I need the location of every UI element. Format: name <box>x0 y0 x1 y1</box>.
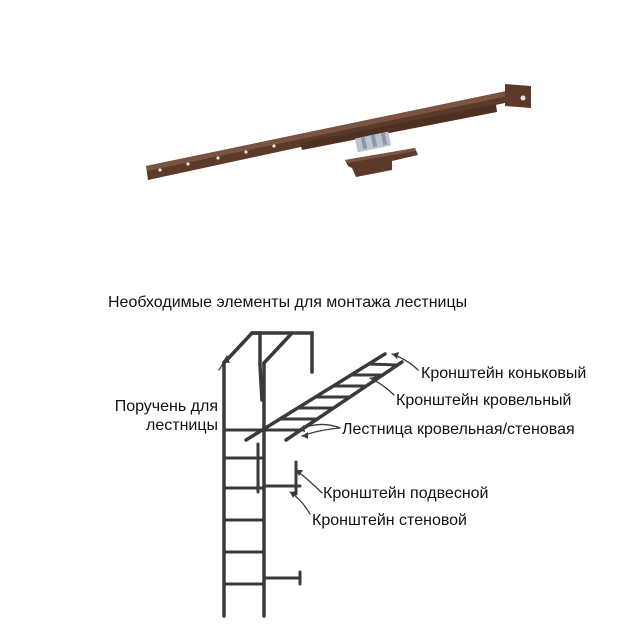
roof-ladder-rungs <box>260 362 398 432</box>
base-plate <box>345 148 418 177</box>
diagram-caption: Необходимые элементы для монтажа лестниц… <box>108 294 468 311</box>
handrails <box>222 331 314 402</box>
pointer-arrowheads <box>222 352 399 498</box>
roof-bracket-photo <box>146 84 531 180</box>
hanging-bracket <box>256 442 302 496</box>
end-plate <box>505 84 531 108</box>
label-hanging-bracket: Кронштейн подвесной <box>323 485 489 502</box>
support-bar <box>300 104 497 150</box>
bracket-bar-top <box>146 89 518 171</box>
label-handrail: Поручень для лестницы <box>114 398 218 434</box>
label-wall-bracket: Кронштейн стеновой <box>312 512 467 529</box>
wall-bracket <box>262 570 302 586</box>
clamp-hardware <box>354 131 392 153</box>
label-ridge-bracket: Кронштейн коньковый <box>421 365 587 382</box>
bar-holes <box>158 144 276 172</box>
label-roof-wall-ladder: Лестница кровельная/стеновая <box>342 421 575 438</box>
label-roof-bracket: Кронштейн кровельный <box>396 392 572 409</box>
